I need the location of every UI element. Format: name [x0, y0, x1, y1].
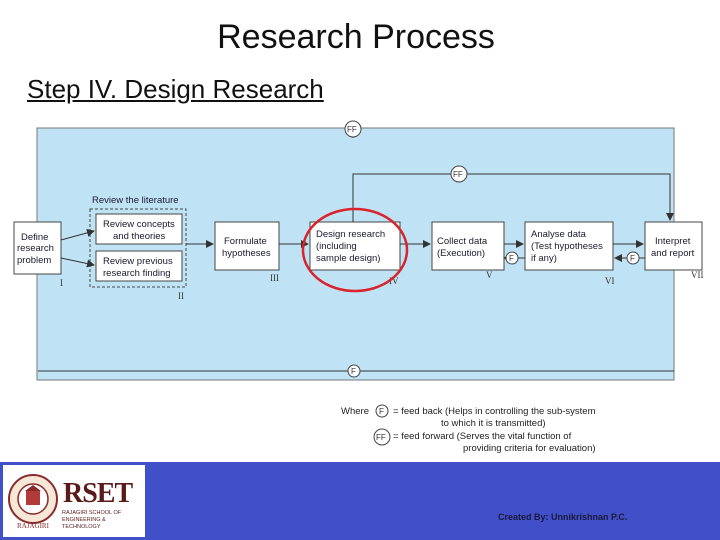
- f-marker-bottom: F: [347, 364, 361, 378]
- numeral-i: I: [60, 278, 63, 288]
- box-formulate-hypotheses: Formulate hypotheses: [214, 221, 280, 271]
- svg-text:RAJAGIRI: RAJAGIRI: [17, 522, 50, 530]
- f-marker-analyse: F: [626, 251, 640, 265]
- svg-text:FF: FF: [453, 170, 463, 179]
- svg-text:Interpret: Interpret: [655, 236, 691, 247]
- svg-text:Analyse data: Analyse data: [531, 229, 587, 240]
- f-marker-collect: F: [505, 251, 519, 265]
- logo-name: RSET: [63, 478, 133, 509]
- logo-subtext: RAJAGIRI SCHOOL OF ENGINEERING & TECHNOL…: [62, 510, 122, 530]
- box-define-research-problem: Define research problem: [13, 221, 62, 275]
- svg-text:and report: and report: [651, 248, 695, 259]
- research-process-diagram: Define research problem Review the liter…: [13, 120, 704, 454]
- box-analyse-data: Analyse data (Test hypotheses if any): [524, 221, 614, 271]
- svg-text:F: F: [630, 254, 635, 263]
- college-seal-icon: RAJAGIRI: [8, 474, 58, 530]
- svg-text:problem: problem: [17, 255, 51, 266]
- svg-text:= feed forward (Serves the vit: = feed forward (Serves the vital functio…: [393, 431, 572, 442]
- review-literature-header: Review the literature: [92, 195, 179, 206]
- svg-text:research finding: research finding: [103, 268, 171, 279]
- svg-text:F: F: [379, 407, 384, 416]
- svg-text:Where: Where: [341, 406, 369, 417]
- svg-text:to which it is transmitted): to which it is transmitted): [441, 418, 546, 429]
- svg-text:Define: Define: [21, 232, 48, 243]
- design-step-highlight: [301, 207, 409, 293]
- svg-text:FF: FF: [376, 433, 386, 442]
- svg-text:Formulate: Formulate: [224, 236, 267, 247]
- credit-text: Created By: Unnikrishnan P.C.: [498, 512, 628, 522]
- box-review-concepts: Review concepts and theories: [95, 213, 183, 245]
- numeral-ii: II: [178, 291, 184, 301]
- ff-marker-inner: FF: [450, 165, 468, 183]
- box-design-research: Design research (including sample design…: [309, 221, 401, 271]
- numeral-vi: VI: [605, 276, 615, 286]
- slide-title: Research Process: [217, 18, 495, 56]
- svg-text:F: F: [351, 367, 356, 376]
- svg-text:FF: FF: [347, 125, 357, 134]
- box-collect-data: Collect data (Execution): [431, 221, 505, 271]
- numeral-v: V: [486, 270, 493, 280]
- numeral-iii: III: [270, 273, 279, 283]
- box-interpret-report: Interpret and report: [644, 221, 703, 271]
- numeral-vii: VII: [691, 270, 704, 280]
- svg-text:(Execution): (Execution): [437, 248, 485, 259]
- numeral-iv: IV: [389, 276, 399, 286]
- svg-text:Review previous: Review previous: [103, 256, 173, 267]
- svg-text:hypotheses: hypotheses: [222, 248, 271, 259]
- svg-text:providing criteria for evaluat: providing criteria for evaluation): [463, 443, 596, 454]
- svg-text:and theories: and theories: [113, 231, 166, 242]
- slide-subtitle: Step IV. Design Research: [27, 74, 324, 104]
- legend: Where F = feed back (Helps in controllin…: [341, 404, 596, 454]
- svg-text:if any): if any): [531, 253, 557, 264]
- svg-text:Review concepts: Review concepts: [103, 219, 175, 230]
- svg-text:research: research: [17, 243, 54, 254]
- review-literature-group: [89, 208, 187, 288]
- svg-text:(including: (including: [316, 241, 357, 252]
- svg-text:F: F: [509, 254, 514, 263]
- ff-marker-top: FF: [344, 120, 362, 138]
- box-review-previous: Review previous research finding: [95, 250, 183, 282]
- svg-text:sample design): sample design): [316, 253, 380, 264]
- svg-text:= feed back (Helps in controll: = feed back (Helps in controlling the su…: [393, 406, 596, 417]
- svg-text:Design research: Design research: [316, 229, 385, 240]
- svg-text:(Test hypotheses: (Test hypotheses: [531, 241, 603, 252]
- svg-text:Collect data: Collect data: [437, 236, 488, 247]
